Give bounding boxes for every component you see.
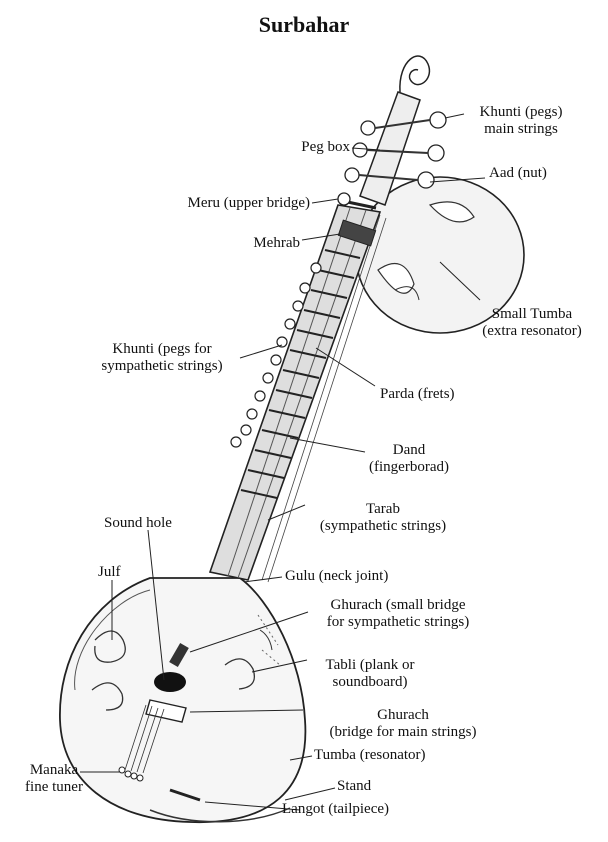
label-line: Tarab — [366, 501, 400, 517]
sympathetic-pegs — [230, 262, 322, 448]
label-line: for sympathetic strings) — [326, 614, 470, 630]
leader-lines — [80, 113, 486, 811]
langot-tailpiece — [169, 788, 201, 802]
manaka-tuners — [118, 766, 144, 782]
mehrab-block — [337, 219, 377, 247]
label-line: Langot (tailpiece) — [282, 801, 390, 817]
label-mehrab: Mehrab — [200, 235, 300, 252]
label-line: Ghurach (small bridge — [330, 597, 466, 613]
label-julf: Julf — [98, 564, 121, 581]
label-line: Sound hole — [104, 515, 172, 531]
label-line: (extra resonator) — [482, 323, 582, 339]
label-line: Ghurach — [377, 707, 429, 723]
label-line: soundboard) — [332, 674, 408, 690]
label-line: Aad (nut) — [489, 165, 547, 181]
main-strings — [124, 704, 165, 774]
label-peg-box: Peg box — [240, 139, 350, 156]
label-line: sympathetic strings) — [101, 358, 223, 374]
label-line: Julf — [98, 564, 121, 580]
label-line: Mehrab — [253, 235, 300, 251]
label-stand: Stand — [337, 778, 371, 795]
tumba-body — [59, 577, 307, 823]
label-line: Peg box — [301, 139, 350, 155]
label-dand: Dand (fingerborad) — [344, 442, 474, 476]
label-line: (bridge for main strings) — [329, 724, 477, 740]
label-gulu: Gulu (neck joint) — [285, 568, 388, 585]
label-meru: Meru (upper bridge) — [150, 195, 310, 212]
label-line: fine tuner — [25, 779, 83, 795]
label-parda: Parda (frets) — [380, 386, 455, 403]
label-ghurach-main: Ghurach (bridge for main strings) — [303, 707, 503, 741]
small-tumba-shape — [355, 176, 525, 334]
label-tarab: Tarab (sympathetic strings) — [303, 501, 463, 535]
label-line: (fingerborad) — [369, 459, 449, 475]
label-small-tumba: Small Tumba (extra resonator) — [462, 306, 602, 340]
main-ghurach-shape — [145, 699, 187, 723]
label-sound-hole: Sound hole — [104, 515, 172, 532]
label-line: Khunti (pegs) — [479, 104, 563, 120]
label-line: Meru (upper bridge) — [187, 195, 310, 211]
label-line: (sympathetic strings) — [319, 518, 447, 534]
label-khunti-main: Khunti (pegs) main strings — [466, 104, 576, 138]
label-line: Khunti (pegs for — [112, 341, 212, 357]
label-tumba: Tumba (resonator) — [314, 747, 426, 764]
label-aad: Aad (nut) — [489, 165, 547, 182]
label-tabli: Tabli (plank or soundboard) — [300, 657, 440, 691]
label-manaka: Manaka fine tuner — [14, 762, 94, 796]
sound-hole-shape — [154, 672, 186, 692]
label-line: Tabli (plank or — [325, 657, 415, 673]
label-line: Gulu (neck joint) — [285, 568, 389, 584]
label-line: main strings — [484, 121, 558, 137]
label-ghurach-small: Ghurach (small bridge for sympathetic st… — [308, 597, 488, 631]
label-line: Tumba (resonator) — [314, 747, 426, 763]
dand-neck — [208, 204, 387, 583]
label-line: Manaka — [29, 762, 79, 778]
peg-box-head — [337, 55, 447, 206]
label-khunti-sympathetic: Khunti (pegs for sympathetic strings) — [82, 341, 242, 375]
diagram-title: Surbahar — [258, 12, 350, 37]
small-ghurach-shape — [169, 642, 189, 668]
label-langot: Langot (tailpiece) — [282, 801, 389, 818]
label-line: Small Tumba — [491, 306, 573, 322]
label-line: Parda (frets) — [380, 386, 455, 402]
label-line: Stand — [337, 778, 372, 794]
label-line: Dand — [392, 442, 426, 458]
